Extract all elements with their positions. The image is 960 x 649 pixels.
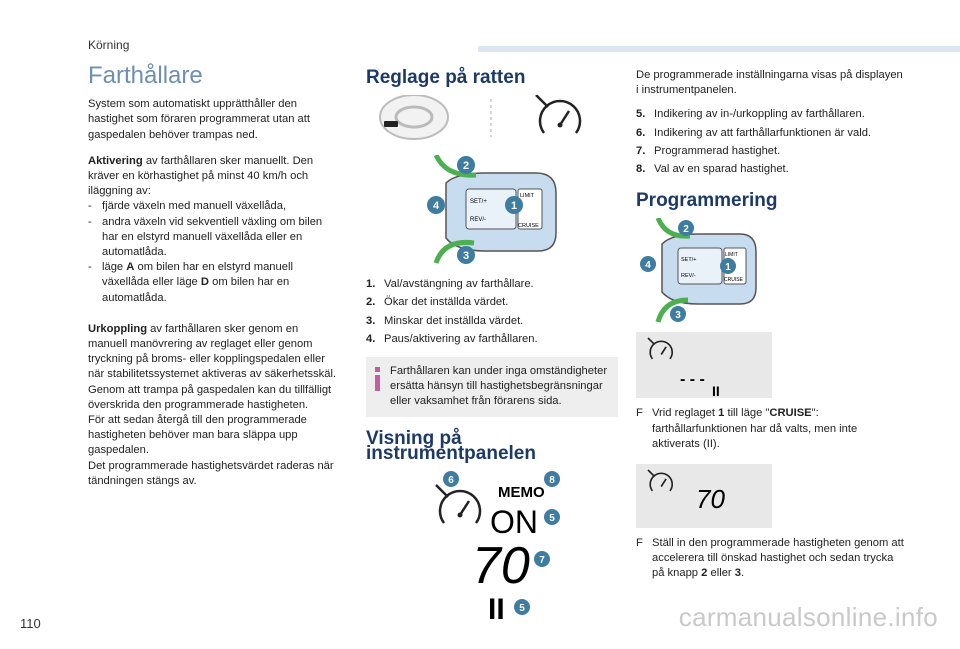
svg-text:2: 2 bbox=[683, 224, 689, 235]
info-text: Farthållaren kan under inga omständighet… bbox=[390, 365, 608, 408]
speed-placeholder: - - - bbox=[680, 371, 705, 388]
instruction-bullet: F Ställ in den programmerade hastigheten… bbox=[636, 537, 904, 580]
deactivation-block: Urkoppling av farthållaren sker genom en… bbox=[88, 322, 337, 487]
svg-text:2: 2 bbox=[463, 160, 469, 172]
svg-text:7: 7 bbox=[539, 555, 545, 566]
header-bar bbox=[478, 46, 960, 52]
list-item: 3.Minskar det inställda värdet. bbox=[366, 314, 524, 327]
heading-steering-controls: Reglage på ratten bbox=[366, 67, 526, 88]
speedometer-icon bbox=[535, 94, 582, 134]
callout-4: 4 bbox=[427, 196, 445, 215]
steering-wheel-icon bbox=[379, 94, 449, 141]
callout-3: 3 bbox=[457, 246, 475, 265]
dash-item: -läge A om bilen har en elstyrd manuell … bbox=[88, 261, 293, 304]
memo-indicator: MEMO bbox=[498, 484, 545, 501]
instruction-bullet: F Vrid reglaget 1 till läge "CRUISE": fa… bbox=[636, 407, 858, 450]
pause-indicator: II bbox=[488, 593, 505, 621]
callout-1: 1 bbox=[505, 196, 523, 215]
on-indicator: ON bbox=[490, 504, 538, 540]
column-left: Farthållare System som automatiskt upprä… bbox=[88, 62, 338, 489]
cruise-stalk-illustration: SET/+ REV/- LIMIT CRUISE 2 1 4 3 bbox=[640, 217, 757, 324]
list-item: 7.Programmerad hastighet. bbox=[636, 144, 781, 157]
list-item: 4.Paus/aktivering av farthållaren. bbox=[366, 332, 538, 345]
display-selected-illustration: - - - II bbox=[647, 337, 720, 399]
activation-paragraph: Aktivering av farthållaren sker manuellt… bbox=[88, 154, 314, 198]
down-arrow bbox=[433, 240, 475, 265]
column-right: De programmerade inställningarna visas p… bbox=[636, 68, 906, 582]
page-number: 110 bbox=[20, 616, 41, 631]
svg-text:1: 1 bbox=[511, 200, 517, 212]
svg-text:4: 4 bbox=[433, 200, 440, 212]
instrument-display-figure: MEMO ON 70 II 6 8 5 7 5 bbox=[366, 471, 618, 626]
watermark: carmanualsonline.info bbox=[678, 602, 938, 632]
stalk-figure-1: SET/+ REV/- LIMIT CRUISE 2 1 4 3 bbox=[366, 154, 618, 267]
up-arrow bbox=[433, 154, 477, 178]
svg-text:5: 5 bbox=[549, 513, 555, 524]
steering-figure bbox=[366, 94, 618, 141]
svg-text:3: 3 bbox=[463, 250, 469, 262]
list-item: 8.Val av en sparad hastighet. bbox=[636, 163, 789, 176]
callout-7: 7 bbox=[534, 551, 550, 568]
steering-wheel-illustration bbox=[379, 94, 582, 141]
heading-instrument-display: Visning på instrumentpanelen bbox=[366, 427, 536, 464]
svg-text:1: 1 bbox=[725, 262, 731, 273]
cruise-stalk-illustration: SET/+ REV/- LIMIT CRUISE 2 1 4 3 bbox=[427, 154, 557, 265]
stalk-set-label: SET/+ bbox=[470, 199, 487, 205]
callout-3: 3 bbox=[670, 306, 686, 323]
callout-6: 6 bbox=[443, 471, 459, 488]
svg-text:3: 3 bbox=[675, 310, 681, 321]
info-box: Farthållaren kan under inga omständighet… bbox=[366, 357, 618, 417]
instrument-display-illustration: MEMO ON 70 II 6 8 5 7 5 bbox=[435, 471, 560, 626]
svg-text:6: 6 bbox=[448, 475, 454, 486]
dash-list: -fjärde växeln med manuell växellåda, -a… bbox=[88, 199, 338, 305]
info-icon bbox=[375, 367, 380, 392]
stalk-limit-label: LIMIT bbox=[725, 252, 738, 258]
stalk-rev-label: REV/- bbox=[470, 217, 486, 223]
speedometer-icon bbox=[647, 337, 673, 360]
stalk-set-label: SET/+ bbox=[681, 257, 696, 263]
up-arrow bbox=[655, 217, 691, 240]
display-programmed-illustration: 70 bbox=[647, 469, 725, 514]
dash-item: -andra växeln vid sekventiell växling om… bbox=[88, 215, 323, 259]
callout-2: 2 bbox=[457, 156, 475, 175]
page-title: Farthållare bbox=[88, 62, 203, 89]
display-state-programmed: 70 bbox=[636, 464, 772, 529]
callout-5-top: 5 bbox=[544, 509, 560, 526]
down-arrow bbox=[655, 297, 689, 324]
callout-4: 4 bbox=[640, 256, 656, 273]
svg-text:5: 5 bbox=[519, 603, 525, 614]
callout-2: 2 bbox=[678, 220, 694, 237]
display-state-selected: - - - II bbox=[636, 332, 772, 399]
svg-text:4: 4 bbox=[645, 260, 651, 271]
stalk-figure-2: SET/+ REV/- LIMIT CRUISE 2 1 4 3 bbox=[636, 217, 906, 326]
speed-readout: 70 bbox=[472, 537, 530, 595]
list-item: 2.Ökar det inställda värdet. bbox=[366, 296, 509, 309]
speed-readout: 70 bbox=[696, 484, 725, 514]
list-item: 6.Indikering av att farthållarfunktionen… bbox=[636, 126, 872, 139]
heading-programming: Programmering bbox=[636, 190, 778, 212]
dash-item: -fjärde växeln med manuell växellåda, bbox=[88, 200, 287, 213]
section-label: Körning bbox=[88, 38, 130, 52]
intro-paragraph: System som automatiskt upprätthåller den… bbox=[88, 98, 310, 141]
stalk-cruise-label: CRUISE bbox=[724, 277, 744, 283]
stalk-cruise-label: CRUISE bbox=[518, 223, 539, 229]
svg-text:8: 8 bbox=[549, 475, 555, 486]
list-item: 1.Val/avstängning av farthållare. bbox=[366, 278, 534, 291]
column-middle: Reglage på ratten SET/+ REV/- bbox=[366, 62, 618, 626]
stalk-limit-label: LIMIT bbox=[520, 193, 535, 199]
pause-indicator: II bbox=[712, 383, 720, 398]
speedometer-icon bbox=[435, 484, 482, 524]
stalk-rev-label: REV/- bbox=[681, 273, 696, 279]
list-item: 5.Indikering av in-/urkoppling av farthå… bbox=[636, 108, 865, 121]
callout-8: 8 bbox=[544, 471, 560, 488]
callout-5-bottom: 5 bbox=[514, 599, 530, 616]
display-intro: De programmerade inställningarna visas p… bbox=[636, 69, 903, 97]
speedometer-icon bbox=[647, 469, 673, 492]
display-legend-list: 5.Indikering av in-/urkoppling av farthå… bbox=[636, 107, 906, 177]
steering-controls-list: 1.Val/avstängning av farthållare. 2.Ökar… bbox=[366, 277, 618, 347]
callout-1: 1 bbox=[720, 258, 736, 275]
